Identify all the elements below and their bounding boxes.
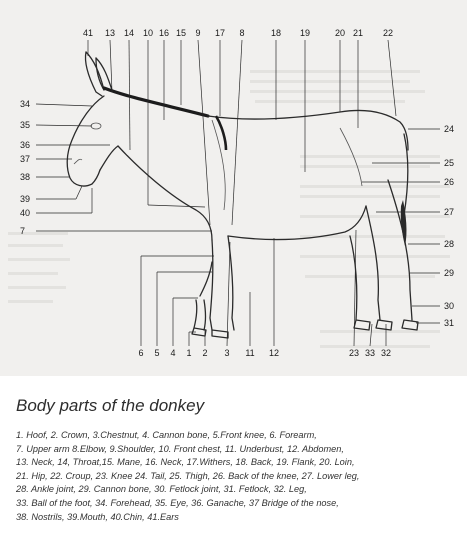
callout-16: 16 xyxy=(159,28,169,38)
legend-line: 13. Neck, 14, Throat,15. Mane, 16. Neck,… xyxy=(16,456,456,470)
callout-29: 29 xyxy=(444,268,454,278)
callout-3: 3 xyxy=(224,348,229,358)
callout-34: 34 xyxy=(20,99,30,109)
legend-line: 28. Ankle joint, 29. Cannon bone, 30. Fe… xyxy=(16,483,456,497)
legend-line: 1. Hoof, 2. Crown, 3.Chestnut, 4. Cannon… xyxy=(16,429,456,443)
callout-11: 11 xyxy=(245,348,254,358)
callout-28: 28 xyxy=(444,239,454,249)
callout-9: 9 xyxy=(195,28,200,38)
legend-line: 38. Nostrils, 39.Mouth, 40.Chin, 41.Ears xyxy=(16,511,456,525)
callout-10: 10 xyxy=(143,28,153,38)
callout-40: 40 xyxy=(20,208,30,218)
callout-20: 20 xyxy=(335,28,345,38)
donkey-illustration: 41 13 14 10 16 15 9 17 8 18 19 20 21 22 … xyxy=(0,0,467,376)
callout-15: 15 xyxy=(176,28,186,38)
legend-line: 7. Upper arm 8.Elbow, 9.Shoulder, 10. Fr… xyxy=(16,443,456,457)
callout-17: 17 xyxy=(215,28,225,38)
callouts-top: 41 13 14 10 16 15 9 17 8 18 19 20 21 22 xyxy=(83,28,393,38)
callout-8: 8 xyxy=(239,28,244,38)
callout-39: 39 xyxy=(20,194,30,204)
callout-13: 13 xyxy=(105,28,115,38)
callout-35: 35 xyxy=(20,120,30,130)
callouts-right: 24 25 26 27 28 29 30 31 xyxy=(444,124,454,328)
callout-27: 27 xyxy=(444,207,454,217)
callout-1: 1 xyxy=(186,348,191,358)
leader-lines xyxy=(36,40,440,346)
caption-block: Body parts of the donkey 1. Hoof, 2. Cro… xyxy=(16,396,456,524)
callout-19: 19 xyxy=(300,28,310,38)
callout-23: 23 xyxy=(349,348,359,358)
legend-line: 33. Ball of the foot, 34. Forehead, 35. … xyxy=(16,497,456,511)
donkey-diagram: 41 13 14 10 16 15 9 17 8 18 19 20 21 22 … xyxy=(0,0,467,376)
callout-5: 5 xyxy=(154,348,159,358)
callout-2: 2 xyxy=(202,348,207,358)
caption-title: Body parts of the donkey xyxy=(16,396,456,416)
callout-4: 4 xyxy=(170,348,175,358)
callout-24: 24 xyxy=(444,124,454,134)
callout-30: 30 xyxy=(444,301,454,311)
callout-21: 21 xyxy=(353,28,363,38)
callout-25: 25 xyxy=(444,158,454,168)
callout-38: 38 xyxy=(20,172,30,182)
callout-32: 32 xyxy=(381,348,391,358)
callout-41: 41 xyxy=(83,28,93,38)
callout-6: 6 xyxy=(138,348,143,358)
callout-14: 14 xyxy=(124,28,134,38)
callouts-bottom: 6 5 4 1 2 3 11 12 23 33 32 xyxy=(138,348,391,358)
callout-7: 7 xyxy=(20,226,25,236)
scan-background-texture xyxy=(8,70,450,348)
callout-18: 18 xyxy=(271,28,281,38)
callout-31: 31 xyxy=(444,318,454,328)
callout-22: 22 xyxy=(383,28,393,38)
callout-26: 26 xyxy=(444,177,454,187)
callout-36: 36 xyxy=(20,140,30,150)
callout-33: 33 xyxy=(365,348,375,358)
legend-line: 21. Hip, 22. Croup, 23. Knee 24. Tail, 2… xyxy=(16,470,456,484)
callout-37: 37 xyxy=(20,154,30,164)
callout-12: 12 xyxy=(269,348,279,358)
callouts-left: 34 35 36 37 38 39 40 7 xyxy=(20,99,30,236)
